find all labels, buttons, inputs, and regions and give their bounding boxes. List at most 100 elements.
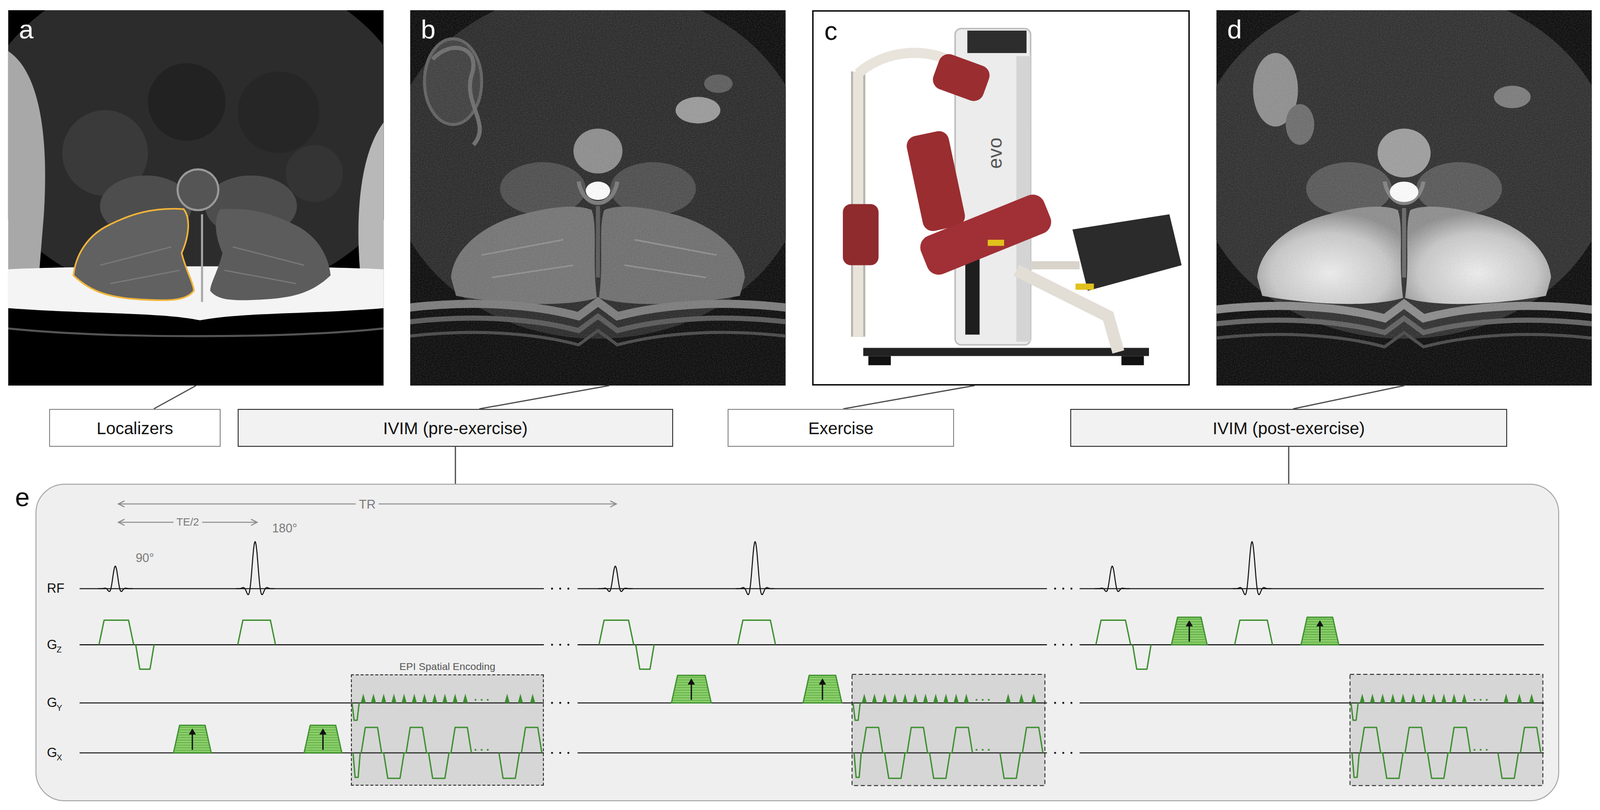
pulse-sequence [672, 699, 711, 701]
pulse-sequence [1302, 641, 1338, 643]
pulse-sequence [401, 693, 407, 703]
mri-localizer [0, 0, 416, 386]
pulse-sequence [862, 727, 883, 753]
photo-panel: c [812, 10, 1190, 386]
pulse-sequence [567, 701, 570, 704]
pulse-sequence [352, 752, 361, 777]
pulse-sequence [319, 728, 327, 735]
pulse-sequence [173, 725, 212, 753]
pulse-sequence [79, 702, 544, 704]
pulse-sequence [1070, 701, 1073, 704]
flip-angle: 180° [272, 521, 298, 535]
pulse-sequence [551, 643, 554, 646]
pulse-sequence [737, 620, 776, 645]
pulse-sequence [1529, 693, 1534, 703]
pulse-sequence [1400, 693, 1406, 703]
exercise-machine [1072, 214, 1183, 291]
pulse-sequence [1070, 643, 1073, 646]
pulse-sequence [235, 541, 275, 595]
exercise-machine [812, 10, 1190, 386]
pulse-sequence [1054, 643, 1057, 646]
pulse-sequence [929, 752, 951, 778]
pulse-sequence [383, 752, 404, 778]
pulse-sequence [551, 701, 554, 704]
pulse-sequence [635, 644, 655, 669]
connector-line [454, 446, 457, 484]
pulse-sequence [567, 751, 570, 754]
channel-name: G [47, 638, 58, 652]
pulse-sequence [953, 693, 959, 703]
pulse-sequence [1062, 751, 1065, 754]
pulse-sequence [902, 693, 908, 703]
pulse-sequence [892, 693, 898, 703]
pulse-sequence [852, 702, 861, 721]
pulse-sequence [174, 749, 210, 751]
pulse-sequence [521, 727, 542, 753]
node-text: IVIM (post-exercise) [1212, 419, 1365, 437]
image-panel: d [1216, 10, 1593, 386]
pulse-sequence [861, 693, 867, 703]
mri-post-exercise [1195, 0, 1600, 386]
pulse-sequence [305, 749, 341, 751]
mri-pre-exercise [410, 10, 786, 386]
pulse-sequence [952, 727, 973, 753]
pulse-sequence [480, 748, 483, 751]
exercise-machine [904, 129, 968, 233]
pulse-sequence [1316, 620, 1324, 627]
image-panel: a [8, 10, 384, 386]
pulse-sequence [1352, 752, 1360, 777]
pulse-sequence [981, 748, 984, 751]
pulse-sequence [188, 728, 196, 735]
pulse-sequence [1461, 693, 1467, 703]
pulse-sequence [1070, 751, 1073, 754]
pulse-sequence [597, 566, 633, 592]
exercise-machine [812, 10, 1190, 386]
pulse-sequence [1132, 644, 1151, 669]
node-text: Exercise [808, 419, 874, 437]
pulse-sequence [871, 693, 877, 703]
pulse-sequence [1054, 751, 1057, 754]
pulse-sequence [1479, 748, 1482, 751]
pulse-sequence [559, 587, 562, 590]
mri-localizer [73, 208, 194, 300]
pulse-sequence [609, 500, 617, 507]
exercise-machine [1030, 260, 1080, 270]
pulse-sequence [1360, 727, 1381, 753]
pulse-sequence [1301, 616, 1340, 645]
pulse-sequence [1421, 693, 1427, 703]
pulse-sequence [577, 588, 1047, 590]
pulse-sequence [250, 519, 258, 526]
pulse-sequence [559, 751, 562, 754]
connector [455, 446, 456, 484]
pulse-sequence [882, 693, 887, 703]
pulse-sequence [1079, 702, 1544, 704]
connector [153, 385, 196, 409]
pulse-sequence [1172, 641, 1207, 643]
pulse-sequence [1095, 566, 1130, 592]
pulse-sequence [975, 698, 978, 701]
mri-localizer [8, 328, 384, 337]
exercise-machine [929, 51, 992, 104]
pulse-sequence [350, 674, 544, 786]
pulse-sequence [474, 698, 477, 701]
pulse-sequence [1022, 727, 1044, 753]
sequence-panel: eEPI Spatial Encoding [35, 483, 1560, 801]
pulse-sequence [577, 751, 1047, 753]
pulse-sequence [809, 677, 836, 678]
pulse-sequence [1485, 698, 1488, 701]
interval-label: TE/2 [173, 516, 202, 528]
channel-name: RF [47, 581, 65, 595]
mri-post-exercise [1216, 10, 1593, 386]
pulse-sequence [559, 643, 562, 646]
mri-pre-exercise [410, 10, 786, 386]
node-text: e [15, 483, 30, 510]
pulse-sequence [1427, 752, 1448, 778]
connector [1292, 385, 1405, 409]
readout-box: EPI Spatial Encoding [350, 674, 544, 786]
pulse-sequence [821, 683, 824, 700]
mri-localizer [73, 208, 194, 300]
pulse-sequence [79, 643, 544, 645]
pulse-sequence [360, 693, 366, 703]
